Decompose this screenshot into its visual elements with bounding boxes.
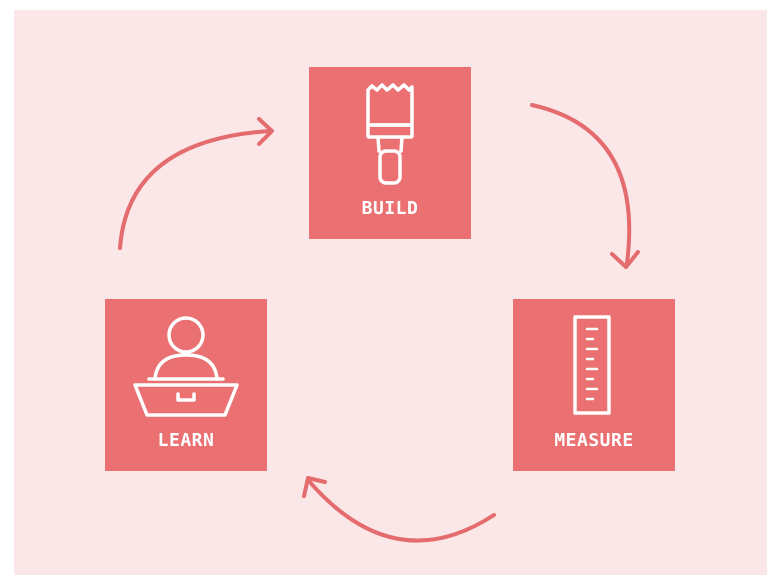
arrow-build-to-measure — [530, 103, 632, 265]
arrow-measure-to-learn — [306, 478, 496, 543]
learn-label: LEARN — [157, 430, 215, 451]
ruler-icon — [573, 315, 611, 415]
arrow-head-build-to-measure — [610, 250, 640, 269]
arrow-head-learn-to-build — [257, 117, 274, 146]
paintbrush-icon — [366, 83, 414, 185]
cycle-arrows — [118, 103, 640, 543]
arrow-head-measure-to-learn — [302, 476, 327, 498]
person-at-laptop-icon — [133, 316, 239, 417]
diagram-canvas: BUILD LEARN — [14, 10, 767, 575]
learn-node: LEARN — [105, 299, 267, 471]
measure-label: MEASURE — [554, 430, 634, 451]
arrow-learn-to-build — [118, 129, 272, 250]
measure-node: MEASURE — [513, 299, 675, 471]
build-node: BUILD — [309, 67, 471, 239]
build-label: BUILD — [361, 198, 419, 219]
